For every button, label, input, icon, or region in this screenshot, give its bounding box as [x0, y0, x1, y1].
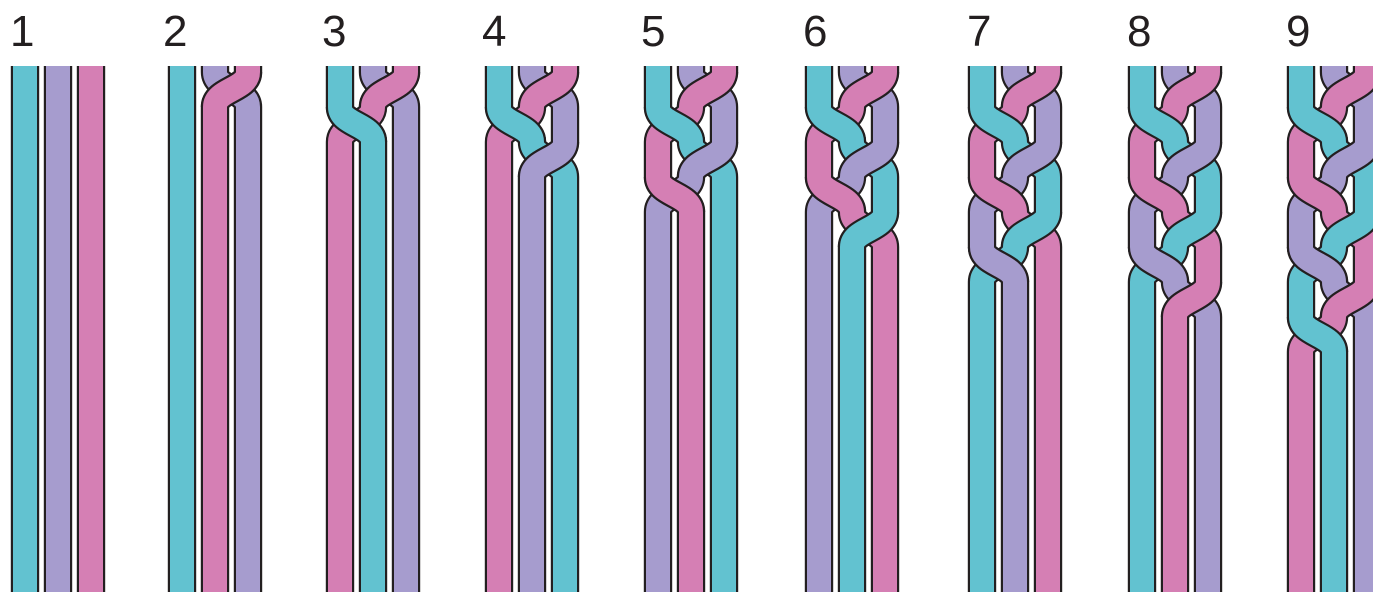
- braid-step-6: [819, 66, 885, 592]
- braid-step-4: [499, 66, 565, 592]
- braid-step-1: [25, 66, 91, 592]
- braid-step-7: [982, 66, 1048, 592]
- braid-step-9: [1301, 66, 1367, 592]
- braid-step-2: [182, 66, 248, 592]
- braid-step-3: [340, 66, 406, 592]
- braid-step-8: [1142, 66, 1208, 592]
- braid-step-5: [658, 66, 724, 592]
